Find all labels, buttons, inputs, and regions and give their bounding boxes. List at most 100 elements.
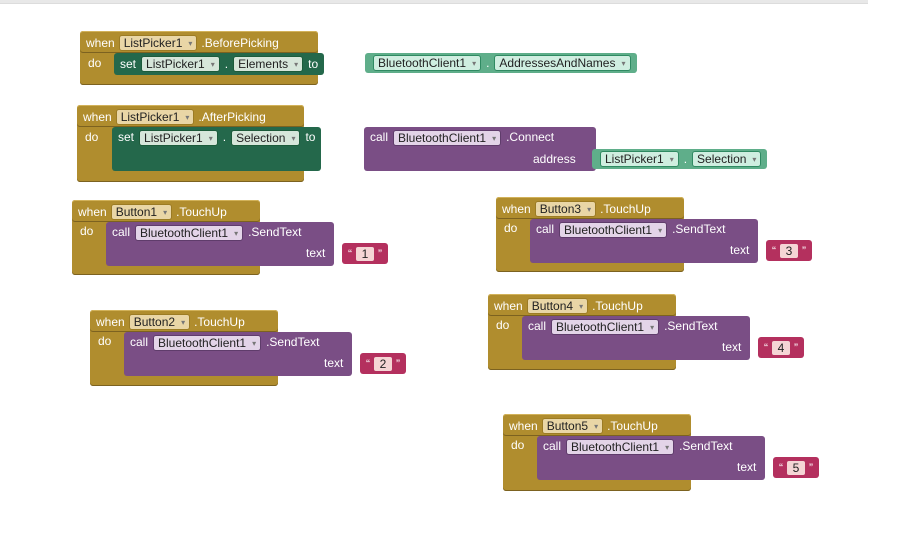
property-dropdown[interactable]: Selection▾	[231, 130, 301, 146]
do-label: do	[80, 224, 94, 238]
dot-label: .	[222, 130, 227, 144]
text-value[interactable]: 2	[374, 356, 392, 371]
method-name: .SendText	[672, 222, 726, 236]
text-string-block[interactable]: “ 1 ”	[342, 243, 388, 264]
event-name: .AfterPicking	[198, 110, 266, 124]
set-block[interactable]: set ListPicker1▾ . Selection▾ to	[112, 127, 322, 171]
component-dropdown[interactable]: BluetoothClient1▾	[393, 130, 502, 146]
open-quote: “	[772, 243, 776, 258]
event-name: .TouchUp	[194, 315, 245, 329]
top-border	[0, 0, 868, 4]
call-label: call	[130, 335, 149, 349]
component-dropdown[interactable]: ListPicker1▾	[118, 35, 198, 51]
text-value[interactable]: 1	[356, 246, 374, 261]
dot-label: .	[486, 56, 490, 70]
when-label: when	[494, 299, 523, 313]
text-string-block[interactable]: “ 2 ”	[360, 353, 406, 374]
when-label: when	[83, 110, 112, 124]
do-label: do	[496, 318, 510, 332]
param-label: text	[722, 340, 742, 354]
component-dropdown[interactable]: Button4▾	[526, 298, 589, 314]
event-header: when ListPicker1▾ .AfterPicking	[77, 105, 304, 127]
component-dropdown[interactable]: BluetoothClient1▾	[373, 55, 482, 71]
event-header: when Button3▾ .TouchUp	[496, 197, 684, 219]
close-quote: ”	[802, 243, 806, 258]
dot-label: .	[683, 152, 688, 166]
text-string-block[interactable]: “ 3 ”	[766, 240, 812, 261]
when-label: when	[96, 315, 125, 329]
call-block-sendtext[interactable]: call BluetoothClient1▾ .SendText	[530, 219, 758, 263]
call-block-sendtext[interactable]: call BluetoothClient1▾ .SendText	[106, 222, 334, 266]
event-header: when Button2▾ .TouchUp	[90, 310, 278, 332]
component-dropdown[interactable]: ListPicker1▾	[115, 109, 195, 125]
text-value[interactable]: 4	[772, 340, 790, 355]
when-label: when	[86, 36, 115, 50]
open-quote: “	[764, 340, 768, 355]
component-dropdown[interactable]: BluetoothClient1▾	[551, 319, 660, 335]
event-name: .BeforePicking	[201, 36, 279, 50]
method-name: .SendText	[679, 439, 733, 453]
method-name: .SendText	[248, 225, 302, 239]
component-dropdown[interactable]: Button1▾	[110, 204, 173, 220]
call-block-sendtext[interactable]: call BluetoothClient1▾ .SendText	[537, 436, 765, 480]
param-label: text	[730, 243, 750, 257]
event-header: when Button5▾ .TouchUp	[503, 414, 691, 436]
do-label: do	[98, 334, 112, 348]
property-dropdown[interactable]: Elements▾	[233, 56, 304, 72]
set-block[interactable]: set ListPicker1▾ . Elements▾ to	[114, 53, 325, 75]
text-value[interactable]: 5	[787, 460, 805, 475]
close-quote: ”	[794, 340, 798, 355]
call-block-sendtext[interactable]: call BluetoothClient1▾ .SendText	[522, 316, 750, 360]
component-dropdown[interactable]: Button5▾	[541, 418, 604, 434]
property-dropdown[interactable]: AddressesAndNames▾	[494, 55, 631, 71]
component-dropdown[interactable]: Button3▾	[534, 201, 597, 217]
event-name: .TouchUp	[600, 202, 651, 216]
param-label: text	[737, 460, 757, 474]
method-name: .SendText	[266, 335, 320, 349]
call-block-connect[interactable]: call BluetoothClient1▾ .Connect	[364, 127, 596, 171]
param-label: address	[533, 152, 576, 166]
event-name: .TouchUp	[176, 205, 227, 219]
text-string-block[interactable]: “ 4 ”	[758, 337, 804, 358]
event-name: .TouchUp	[607, 419, 658, 433]
event-header: when Button1▾ .TouchUp	[72, 200, 260, 222]
method-name: .SendText	[664, 319, 718, 333]
dot-label: .	[224, 57, 229, 71]
do-label: do	[88, 56, 102, 70]
close-quote: ”	[809, 460, 813, 475]
when-label: when	[509, 419, 538, 433]
component-getter-block[interactable]: ListPicker1▾ . Selection▾	[592, 149, 768, 169]
open-quote: “	[366, 356, 370, 371]
event-header: when ListPicker1▾ .BeforePicking	[80, 31, 318, 53]
close-quote: ”	[396, 356, 400, 371]
to-label: to	[308, 57, 319, 71]
event-header: when Button4▾ .TouchUp	[488, 294, 676, 316]
component-dropdown[interactable]: Button2▾	[128, 314, 191, 330]
when-label: when	[502, 202, 531, 216]
call-label: call	[370, 130, 389, 144]
component-dropdown[interactable]: BluetoothClient1▾	[135, 225, 244, 241]
component-getter-block[interactable]: BluetoothClient1▾ . AddressesAndNames▾	[365, 53, 637, 73]
property-dropdown[interactable]: Selection▾	[692, 151, 762, 167]
component-dropdown[interactable]: ListPicker1▾	[139, 130, 218, 146]
component-dropdown[interactable]: BluetoothClient1▾	[566, 439, 675, 455]
set-label: set	[118, 130, 135, 144]
method-name: .Connect	[506, 130, 555, 144]
component-dropdown[interactable]: ListPicker1▾	[141, 56, 220, 72]
text-value[interactable]: 3	[780, 243, 798, 258]
text-string-block[interactable]: “ 5 ”	[773, 457, 819, 478]
component-dropdown[interactable]: ListPicker1▾	[600, 151, 679, 167]
param-label: text	[324, 356, 344, 370]
open-quote: “	[348, 246, 352, 261]
call-label: call	[528, 319, 547, 333]
component-dropdown[interactable]: BluetoothClient1▾	[559, 222, 668, 238]
component-dropdown[interactable]: BluetoothClient1▾	[153, 335, 262, 351]
call-block-sendtext[interactable]: call BluetoothClient1▾ .SendText	[124, 332, 352, 376]
when-label: when	[78, 205, 107, 219]
call-label: call	[536, 222, 555, 236]
param-label: text	[306, 246, 326, 260]
close-quote: ”	[378, 246, 382, 261]
do-label: do	[511, 438, 525, 452]
set-label: set	[120, 57, 137, 71]
event-name: .TouchUp	[592, 299, 643, 313]
